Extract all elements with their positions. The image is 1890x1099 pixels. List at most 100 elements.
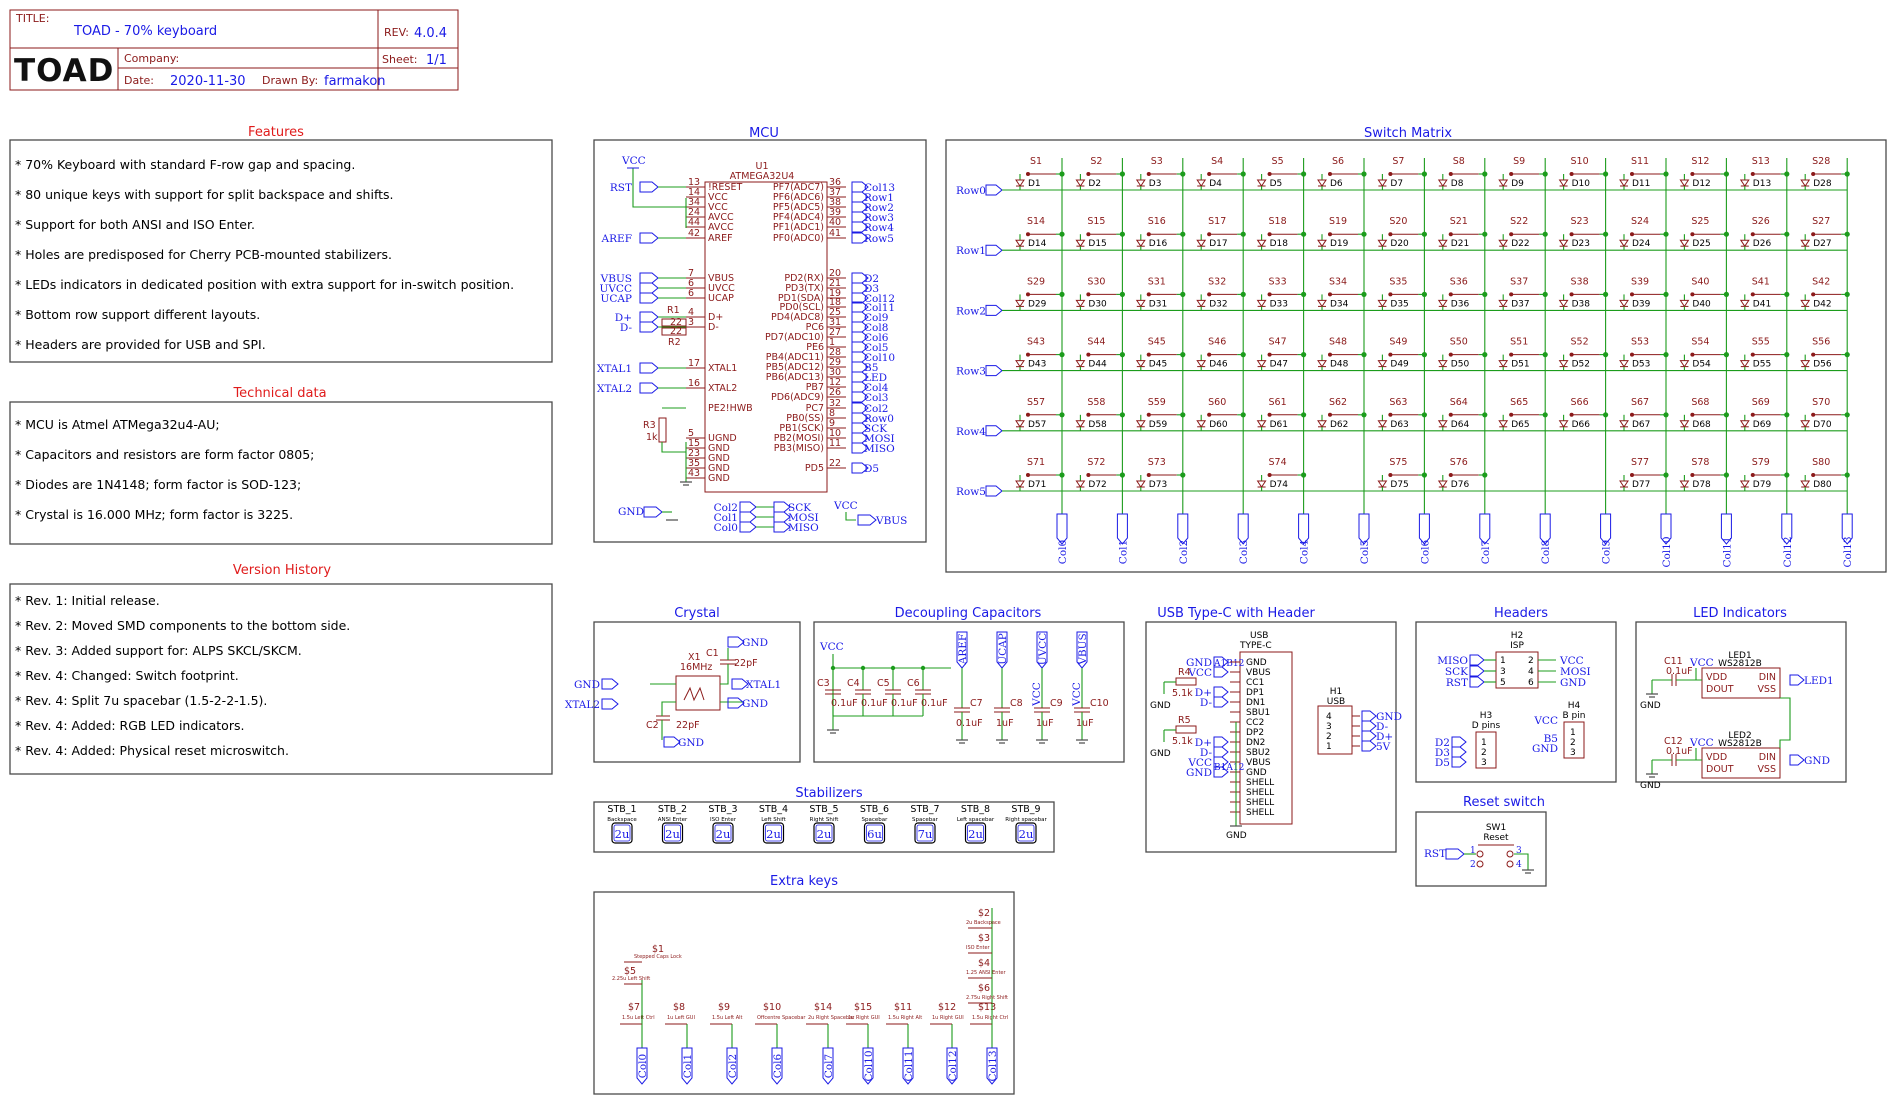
mcu-bottom-vcc: VCC xyxy=(833,500,858,512)
diode xyxy=(1679,179,1690,187)
resistor-r3 xyxy=(658,417,667,443)
stabilizers-title: Stabilizers xyxy=(795,786,863,801)
extra-key-desc: 1u Left GUI xyxy=(667,1015,695,1021)
extra-col-label: Col12 xyxy=(947,1050,959,1081)
stabilizer-footprint xyxy=(611,822,633,844)
h2-name: ISP xyxy=(1510,641,1524,651)
diode-ref: D71 xyxy=(1028,480,1046,490)
rev-label: REV: xyxy=(384,26,409,39)
switch-contact xyxy=(1509,352,1514,357)
stabilizer-size: 2u xyxy=(615,827,630,841)
switch-contact xyxy=(1086,473,1091,477)
h2-right-net: VCC xyxy=(1559,655,1584,667)
led-cap-ref: C11 xyxy=(1664,656,1683,667)
mcu-right-net-label: Col13 xyxy=(864,182,895,194)
usb-pin-name: SBU2 xyxy=(1246,748,1270,758)
diode-ref: D17 xyxy=(1209,239,1227,249)
junction-dot xyxy=(1603,412,1609,418)
mcu-left-pin-name: XTAL1 xyxy=(708,363,737,374)
switch-contact xyxy=(1630,473,1634,477)
switch-contact xyxy=(1388,412,1393,417)
junction-dot xyxy=(1119,231,1125,237)
diode-ref: D12 xyxy=(1692,179,1710,189)
matrix-row-flag xyxy=(985,304,1003,316)
switch-contact xyxy=(1690,292,1695,297)
reset-net: RST xyxy=(1424,848,1446,860)
usb-pin-name: DN2 xyxy=(1246,738,1265,748)
stabilizer-size: 2u xyxy=(716,827,731,841)
switch-contact xyxy=(1146,172,1151,176)
diode-ref: D59 xyxy=(1149,420,1168,430)
mcu-right-pin-name: PB5(ADC12) xyxy=(766,362,824,373)
diode-ref: D56 xyxy=(1813,360,1832,370)
diode xyxy=(1437,480,1448,488)
mcu-right-pin-number: 9 xyxy=(829,418,835,429)
stabilizer-ref: STB_1 xyxy=(607,804,636,815)
switch-contact xyxy=(1388,232,1393,237)
diode xyxy=(1800,360,1811,368)
diode-ref: D50 xyxy=(1451,360,1470,370)
led-out-flag xyxy=(1789,674,1805,686)
matrix-col-label: Col2 xyxy=(1178,540,1190,564)
diode-ref: D46 xyxy=(1209,360,1228,370)
switch-ref: S26 xyxy=(1752,216,1770,227)
mcu-left-pin-number: 3 xyxy=(688,317,694,328)
extra-col-flag xyxy=(862,1047,874,1085)
stabilizer-footprint xyxy=(813,822,835,844)
mcu-right-net-label: Col10 xyxy=(864,352,895,364)
diode xyxy=(1196,420,1207,428)
switch-contact xyxy=(1328,412,1332,417)
decoupling-section: Decoupling Capacitors VCCC30.1uFC40.1uFC… xyxy=(813,606,1125,763)
matrix-row-label: Row5 xyxy=(956,486,986,498)
mcu-right-pin-number: 29 xyxy=(829,357,841,368)
r3-ref: R3 xyxy=(643,420,656,431)
diode xyxy=(1739,420,1750,428)
h3-flag xyxy=(1451,736,1467,748)
junction-dot xyxy=(1542,352,1548,358)
stabilizer-size: 2u xyxy=(766,827,781,841)
extra-key-ref: $15 xyxy=(854,1002,872,1013)
h2-left-net: MISO xyxy=(1437,655,1468,667)
diode xyxy=(1075,179,1086,187)
switch-contact xyxy=(1750,292,1755,297)
features-item: * Holes are predisposed for Cherry PCB-m… xyxy=(15,247,392,262)
switch-ref: S46 xyxy=(1208,337,1226,348)
switch-contact xyxy=(1811,292,1816,297)
h2-ref: H2 xyxy=(1511,631,1524,641)
diode-ref: D55 xyxy=(1753,360,1771,370)
mcu-left-net-label: UVCC xyxy=(600,283,633,295)
mcu-right-net-label: Row3 xyxy=(864,212,894,224)
diode xyxy=(1196,239,1207,248)
diode-ref: D15 xyxy=(1088,239,1106,249)
switch-ref: S40 xyxy=(1691,276,1709,287)
usb-header-flag xyxy=(1361,730,1377,742)
diode xyxy=(1437,360,1448,368)
diode xyxy=(1619,239,1629,248)
extra-col-flag xyxy=(822,1047,834,1085)
usb-pin-name: SHELL xyxy=(1246,778,1274,788)
usb-left-flag xyxy=(1213,736,1229,748)
mcu-left-net-flag xyxy=(639,311,659,323)
matrix-col-label: Col6 xyxy=(1419,539,1431,564)
junction-dot xyxy=(1119,412,1125,418)
mcu-part: ATMEGA32U4 xyxy=(730,171,795,182)
switch-contact xyxy=(1388,292,1393,297)
switch-ref: S80 xyxy=(1812,457,1830,468)
switch-ref: S25 xyxy=(1691,216,1709,227)
extra-key-ref: $6 xyxy=(978,983,990,994)
stabilizer-size: 2u xyxy=(665,827,680,841)
diode-ref: D32 xyxy=(1209,299,1227,309)
stabilizer-ref: STB_8 xyxy=(961,804,990,815)
junction-dot xyxy=(1180,171,1186,177)
mcu-right-net-flag xyxy=(851,201,869,213)
diode xyxy=(1377,179,1388,187)
document-title: TOAD - 70% keyboard xyxy=(73,24,217,39)
